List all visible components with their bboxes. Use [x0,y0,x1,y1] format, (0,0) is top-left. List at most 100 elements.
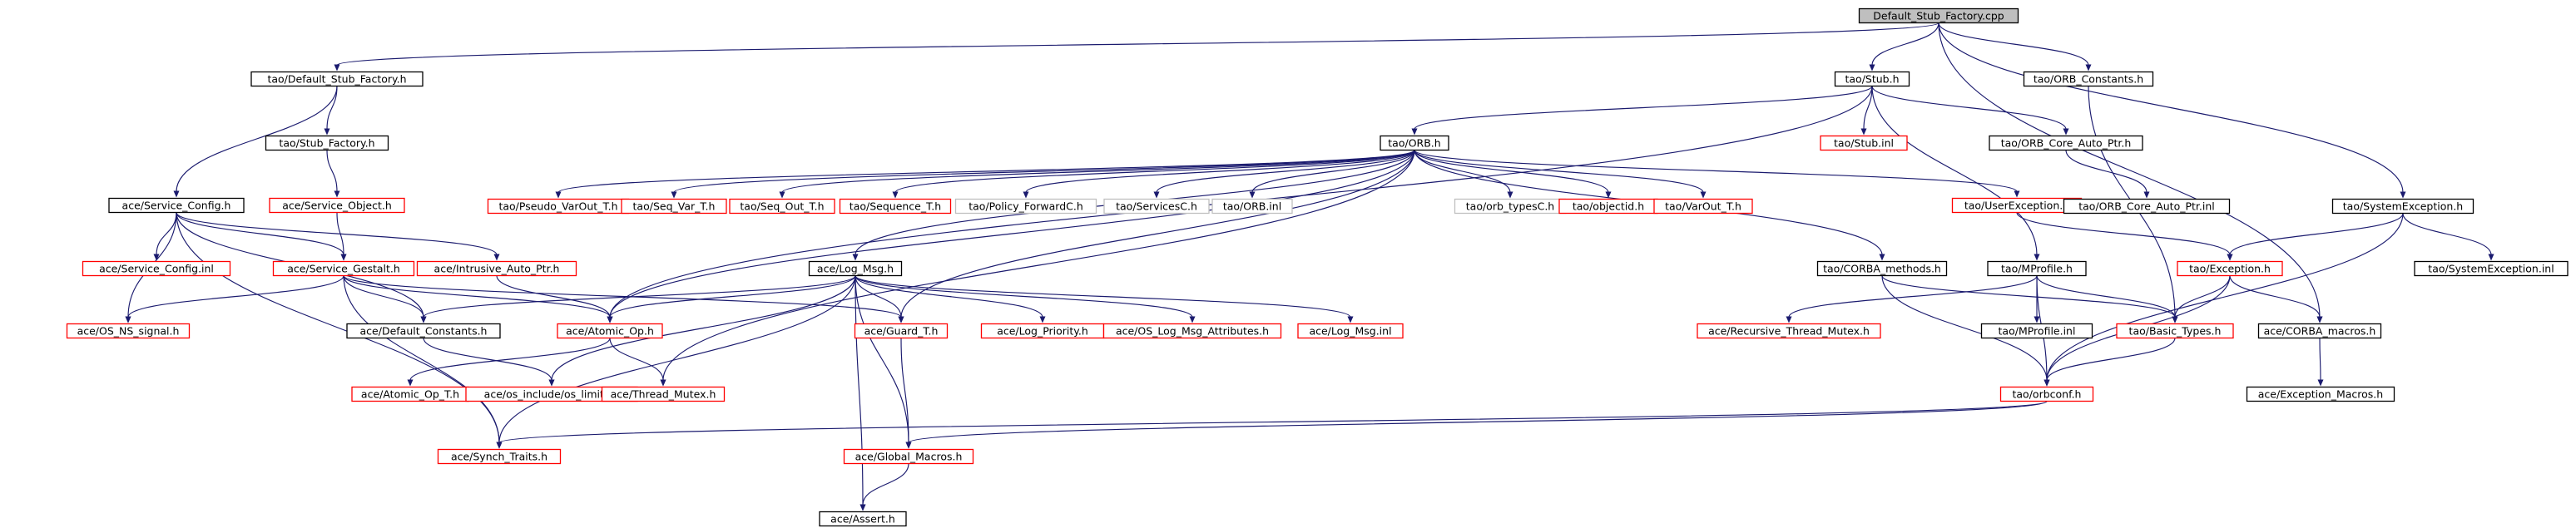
node-ace-global-macros-h[interactable]: ace/Global_Macros.h [843,448,974,465]
edge-ace-atomic-op-h-to-ace-thread-mutex-h [609,338,666,387]
edges-layer [125,22,2494,511]
node-ace-log-msg-inl[interactable]: ace/Log_Msg.inl [1297,323,1404,339]
node-label: tao/VarOut_T.h [1665,200,1741,213]
arrowhead [905,442,912,449]
node-box [854,323,949,339]
edge-line [423,275,856,318]
node-ace-assert-h[interactable]: ace/Assert.h [819,511,907,527]
node-tao-pseudo-varout-t-h[interactable]: tao/Pseudo_VarOut_T.h [487,198,630,215]
node-tao-mprofile-h[interactable]: tao/MProfile.h [1987,260,2087,277]
node-box [1989,135,2143,151]
edge-line [1871,86,2038,255]
node-label: ace/Service_Object.h [282,200,392,212]
node-tao-varout-t-h[interactable]: tao/VarOut_T.h [1653,198,1753,215]
edge-tao-orb-h-to-tao-orb-inl [1249,150,1415,199]
node-ace-os-include-os-limits-h[interactable]: ace/os_include/os_limits.h [465,386,638,402]
node-box [1858,7,2019,24]
node-tao-mprofile-inl[interactable]: tao/MProfile.inl [1980,323,2093,339]
edge-line [1938,22,2404,193]
node-tao-basic-types-h[interactable]: tao/Basic_Types.h [2116,323,2234,339]
edge-ace-service-config-h-to-ace-service-config-inl [153,212,177,261]
node-box [82,260,231,277]
node-box [2257,323,2382,339]
arrowhead [493,254,500,261]
node-ace-service-gestalt-h[interactable]: ace/Service_Gestalt.h [272,260,415,277]
node-ace-intrusive-auto-ptr-h[interactable]: ace/Intrusive_Auto_Ptr.h [416,260,577,277]
edge-ace-service-config-h-to-ace-service-gestalt-h [176,212,347,261]
node-label: tao/Default_Stub_Factory.h [267,73,406,86]
node-tao-userexception-h[interactable]: tao/UserException.h [1951,197,2083,214]
node-box [819,511,907,527]
arrowhead [407,379,414,387]
edge-ace-service-gestalt-h-to-ace-os-ns-signal-h [125,275,344,323]
node-tao-orb-constants-h[interactable]: tao/ORB_Constants.h [2023,71,2154,87]
node-ace-service-config-inl[interactable]: ace/Service_Config.inl [82,260,231,277]
edge-line [498,275,856,443]
arrowhead [2488,254,2494,261]
node-tao-seq-var-t-h[interactable]: tao/Seq_Var_T.h [621,198,727,215]
edge-line [2319,338,2321,381]
node-tao-systemexception-inl[interactable]: tao/SystemException.inl [2414,260,2569,277]
arrowhead [2227,254,2233,261]
node-label: ace/Global_Macros.h [855,451,963,463]
node-box [557,323,663,339]
node-tao-orbconf-h[interactable]: tao/orbconf.h [1999,386,2094,402]
node-box [1816,260,1948,277]
edge-tao-orbconf-h-to-ace-global-macros-h [905,401,2048,449]
node-root[interactable]: Default_Stub_Factory.cpp [1858,7,2019,24]
edge-tao-orbconf-h-to-ace-synch-traits-h [496,401,2048,449]
node-ace-corba-macros-h[interactable]: ace/CORBA_macros.h [2257,323,2382,339]
node-tao-default-stub-factory-h[interactable]: tao/Default_Stub_Factory.h [250,71,424,87]
node-box [416,260,577,277]
edge-tao-stub-factory-h-to-ace-service-object-h [326,150,340,198]
node-ace-synch-traits-h[interactable]: ace/Synch_Traits.h [437,448,562,465]
node-tao-orb-typesc-h[interactable]: tao/orb_typesC.h [1454,198,1567,215]
node-tao-orb-core-auto-ptr-inl[interactable]: tao/ORB_Core_Auto_Ptr.inl [2063,198,2231,215]
node-ace-log-priority-h[interactable]: ace/Log_Priority.h [980,323,1105,339]
node-ace-exception-macros-h[interactable]: ace/Exception_Macros.h [2246,386,2395,402]
node-tao-stub-factory-h[interactable]: tao/Stub_Factory.h [265,135,389,151]
node-ace-log-msg-h[interactable]: ace/Log_Msg.h [808,260,903,277]
edge-line [176,86,338,192]
node-tao-stub-h[interactable]: tao/Stub.h [1834,71,1910,87]
edge-root-to-tao-stub-h [1869,22,1939,72]
node-tao-servicesc-h[interactable]: tao/ServicesC.h [1103,198,1210,215]
node-tao-orb-h[interactable]: tao/ORB.h [1380,135,1449,151]
node-tao-policy-forwardc-h[interactable]: tao/Policy_ForwardC.h [954,198,1097,215]
node-tao-seq-out-t-h[interactable]: tao/Seq_Out_T.h [729,198,835,215]
node-tao-systemexception-h[interactable]: tao/SystemException.h [2331,198,2474,215]
node-label: tao/Exception.h [2189,263,2271,275]
node-label: ace/Log_Priority.h [997,325,1088,338]
node-label: ace/OS_Log_Msg_Attributes.h [1116,325,1269,338]
node-tao-orb-core-auto-ptr-h[interactable]: tao/ORB_Core_Auto_Ptr.h [1989,135,2143,151]
edge-line [855,275,1193,318]
node-box [346,323,501,339]
node-ace-thread-mutex-h[interactable]: ace/Thread_Mutex.h [601,386,726,402]
arrowhead [1189,316,1196,323]
node-tao-corba-methods-h[interactable]: tao/CORBA_methods.h [1816,260,1948,277]
node-ace-atomic-op-h[interactable]: ace/Atomic_Op.h [557,323,663,339]
edge-tao-default-stub-factory-h-to-tao-stub-factory-h [324,86,338,136]
arrowhead [660,379,666,387]
node-tao-orb-inl[interactable]: tao/ORB.inl [1211,198,1293,215]
node-ace-recursive-thread-mutex-h[interactable]: ace/Recursive_Thread_Mutex.h [1697,323,1881,339]
node-ace-os-log-msg-attributes-h[interactable]: ace/OS_Log_Msg_Attributes.h [1102,323,1282,339]
node-box [1987,260,2087,277]
node-ace-service-object-h[interactable]: ace/Service_Object.h [269,197,405,214]
node-ace-atomic-op-t-h[interactable]: ace/Atomic_Op_T.h [351,386,469,402]
node-tao-sequence-t-h[interactable]: tao/Sequence_T.h [839,198,952,215]
edge-line [551,275,856,381]
edge-root-to-ace-corba-macros-h [1938,22,2323,323]
node-ace-service-config-h[interactable]: ace/Service_Config.h [108,197,245,214]
node-tao-stub-inl[interactable]: tao/Stub.inl [1820,135,1908,151]
node-ace-guard-t-h[interactable]: ace/Guard_T.h [854,323,949,339]
node-ace-default-constants-h[interactable]: ace/Default_Constants.h [346,323,501,339]
node-label: tao/CORBA_methods.h [1823,263,1941,275]
node-tao-objectid-h[interactable]: tao/objectid.h [1558,198,1658,215]
node-tao-exception-h[interactable]: tao/Exception.h [2177,260,2283,277]
arrowhead [2014,190,2020,198]
edge-line [1871,86,2067,130]
node-ace-os-ns-signal-h[interactable]: ace/OS_NS_signal.h [66,323,191,339]
node-box [2023,71,2154,87]
node-label: tao/SystemException.h [2343,200,2463,213]
